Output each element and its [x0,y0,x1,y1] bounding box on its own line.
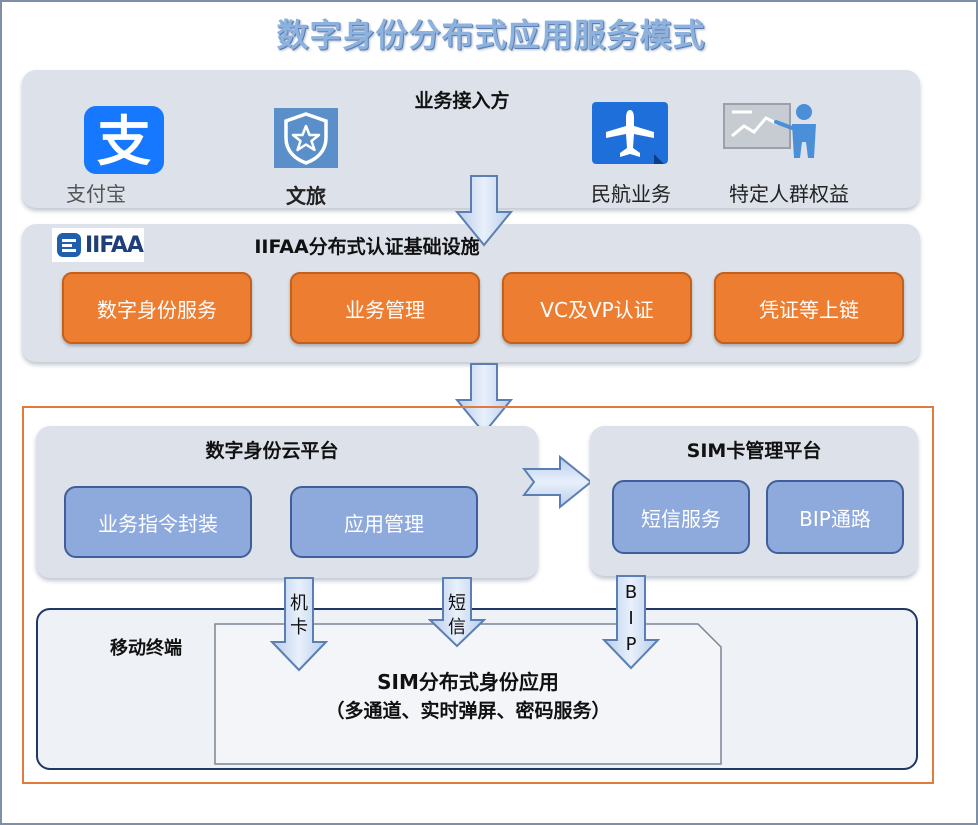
right-arrow-cloud-to-sim [522,454,593,510]
channel-arrow-machine-card [270,577,328,672]
iifaa-logo: IIFAA [52,228,144,262]
channel-label-machine-card: 机卡 [290,593,308,638]
vc-vp-auth-box: VC及VP认证 [502,272,692,344]
app-management-box: 应用管理 [290,486,478,558]
sim-app-title: SIM分布式身份应用 [377,670,559,694]
operator-frame [22,406,934,784]
diagram-title: 数字身份分布式应用服务模式 [276,16,706,54]
svg-text:支: 支 [97,110,151,173]
special-groups-caption: 特定人群权益 [729,182,849,206]
bip-channel-box: BIP通路 [766,480,904,554]
digital-identity-service-box: 数字身份服务 [62,272,252,344]
down-arrow-access-to-iifaa [454,175,514,247]
credential-chain-box: 凭证等上链 [714,272,904,344]
aviation-caption: 民航业务 [591,182,671,206]
business-management-box: 业务管理 [290,272,480,344]
channel-arrow-sms [428,577,486,648]
command-packaging-box: 业务指令封装 [64,486,252,558]
alipay-icon: 支 [84,106,164,174]
down-arrow-iifaa-to-cloud [454,363,514,435]
airplane-icon [592,102,668,164]
iifaa-logo-icon [57,233,81,257]
sms-service-box: 短信服务 [612,480,750,554]
access-panel-label: 业务接入方 [414,90,510,112]
iifaa-panel-label: IIFAA分布式认证基础设施 [254,236,480,258]
shield-star-icon [274,108,338,168]
cloud-platform-label: 数字身份云平台 [205,440,339,462]
iifaa-logo-text: IIFAA [85,232,144,258]
mobile-terminal-label: 移动终端 [110,638,182,659]
channel-label-sms: 短信 [448,593,466,638]
channel-arrow-bip [602,575,660,670]
sim-app-features: （多通道、实时弹屏、密码服务） [325,700,611,722]
alipay-caption: 支付宝 [66,182,126,206]
wenlv-caption: 文旅 [286,184,326,208]
presenter-icon [722,98,826,168]
sim-platform-label: SIM卡管理平台 [686,440,822,462]
